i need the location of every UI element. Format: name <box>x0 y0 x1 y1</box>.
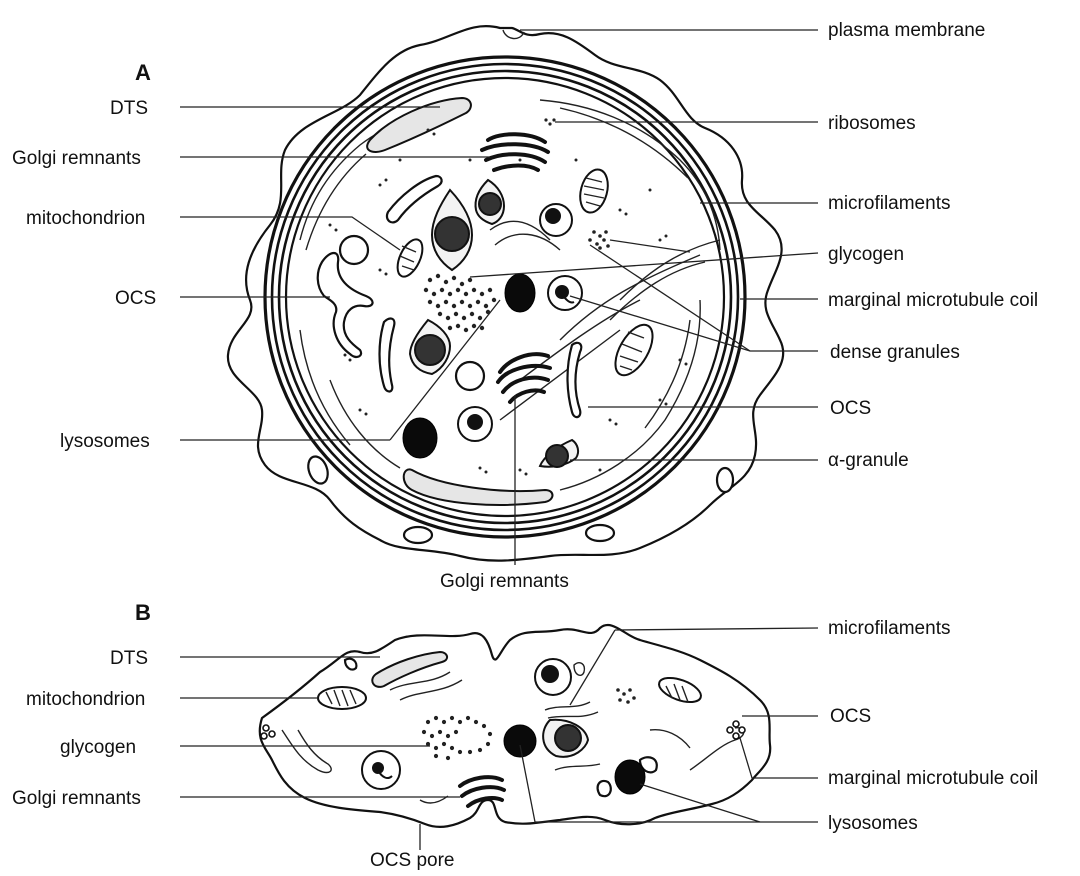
label-lysosomes-a: lysosomes <box>60 431 150 452</box>
label-dts-b: DTS <box>110 648 148 669</box>
lysosome-left-b <box>504 725 536 757</box>
label-glycogen-b: glycogen <box>60 737 136 758</box>
label-dts-a: DTS <box>110 98 148 119</box>
lysosome-lower-a <box>403 418 437 458</box>
panel-a-letter: A <box>135 60 151 85</box>
vacuole-center-a <box>456 362 484 390</box>
label-golgi-remnants-bottom-a: Golgi remnants <box>440 571 569 592</box>
label-alpha-granule-a: α-granule <box>828 450 909 471</box>
vacuole-left-a <box>340 236 368 264</box>
label-golgi-remnants-b: Golgi remnants <box>12 788 141 809</box>
label-plasma-membrane-a: plasma membrane <box>828 20 985 41</box>
alpha-granule-core-b <box>555 725 581 751</box>
label-mitochondrion-a: mitochondrion <box>26 208 145 229</box>
panel-b: B <box>12 600 1038 871</box>
label-glycogen-a: glycogen <box>828 244 904 265</box>
label-ribosomes-a: ribosomes <box>828 113 916 134</box>
label-marginal-microtubule-coil-a: marginal microtubule coil <box>828 290 1038 311</box>
label-dense-granules-a: dense granules <box>830 342 960 363</box>
label-microfilaments-b: microfilaments <box>828 618 950 639</box>
label-microfilaments-a: microfilaments <box>828 193 950 214</box>
label-ocs-b: OCS <box>830 706 871 727</box>
lysosome-upper-a <box>505 274 535 312</box>
label-golgi-remnants-a: Golgi remnants <box>12 148 141 169</box>
label-marginal-microtubule-coil-b: marginal microtubule coil <box>828 768 1038 789</box>
panel-a: A <box>12 20 1038 592</box>
panel-b-letter: B <box>135 600 151 625</box>
label-ocs-right-a: OCS <box>830 398 871 419</box>
label-ocs-left-a: OCS <box>115 288 156 309</box>
label-lysosomes-b: lysosomes <box>828 813 918 834</box>
label-mitochondrion-b: mitochondrion <box>26 689 145 710</box>
lysosome-right-b <box>615 760 645 794</box>
label-ocs-pore-b: OCS pore <box>370 850 454 871</box>
